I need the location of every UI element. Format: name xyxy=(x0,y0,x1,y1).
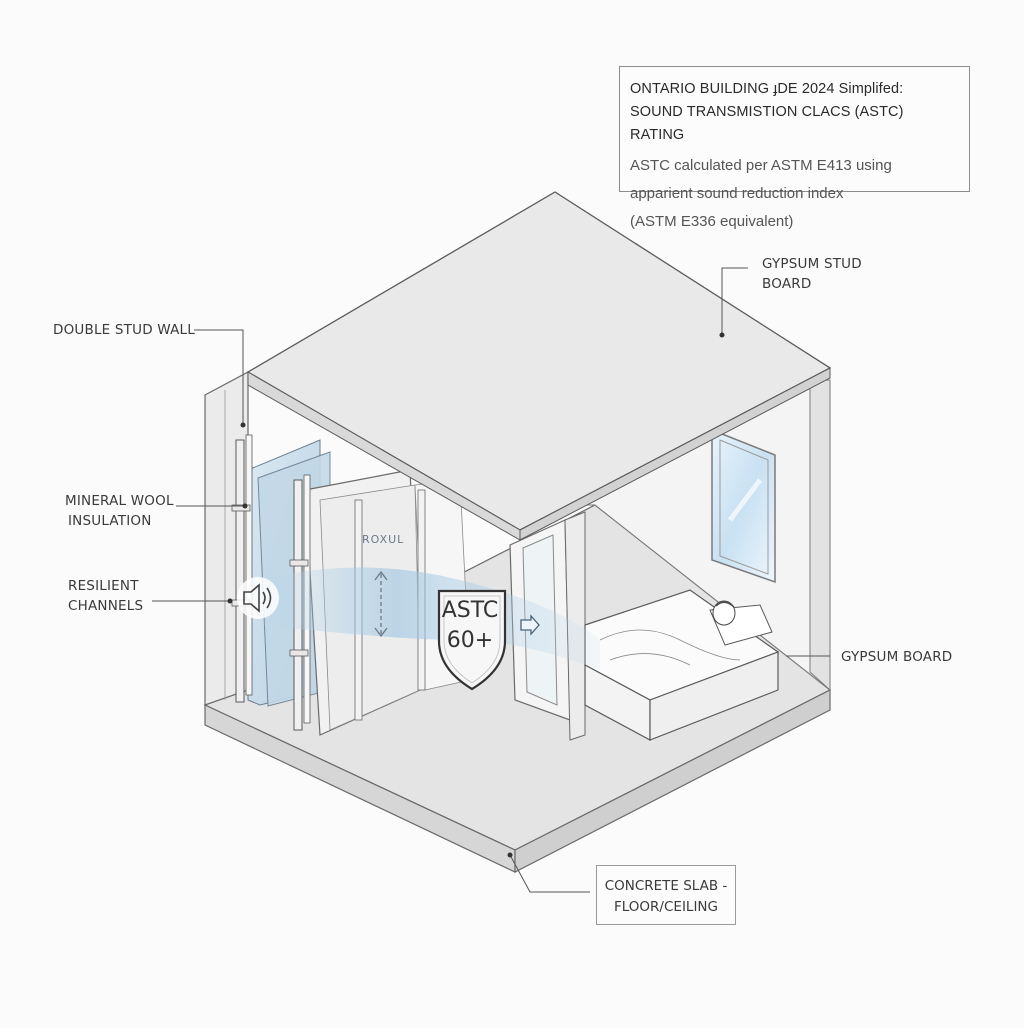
callout-resilient-channels: RESILIENT CHANNELS xyxy=(68,576,143,616)
arrow-right-icon xyxy=(520,614,540,636)
callout-gypsum-board-text: GYPSUM BOARD xyxy=(841,649,953,665)
title-box: ONTARIO BUILDING ɟDE 2024 Simplifed: SOU… xyxy=(619,66,970,230)
subtitle-line-2: apparient sound reduction index xyxy=(630,185,844,202)
callout-gypsum-stud-board: GYPSUM STUD BOARD xyxy=(762,254,862,294)
callout-gypsum-stud-line1: GYPSUM STUD xyxy=(762,256,862,272)
subtitle-line-3: (ASTM E336 equivalent) xyxy=(630,213,794,230)
leader-lines xyxy=(152,267,830,893)
window xyxy=(711,428,776,584)
astc-badge: ASTC 60+ xyxy=(440,596,500,656)
ceiling-slab xyxy=(246,191,832,541)
speaker-icon xyxy=(237,577,279,619)
bed xyxy=(584,589,780,742)
callout-mineral-wool-line1: MINERAL WOOL xyxy=(65,493,174,509)
callout-gypsum-stud-line2: BOARD xyxy=(762,276,812,292)
callout-mineral-wool-line2: INSULATION xyxy=(68,513,152,529)
callout-gypsum-board: GYPSUM BOARD xyxy=(841,647,952,667)
callout-resilient-line2: CHANNELS xyxy=(68,598,144,614)
title-line-1: ONTARIO BUILDING ɟDE 2024 Simplifed: xyxy=(630,81,904,97)
double-arrow-icon xyxy=(374,570,388,638)
brand-label: ROXUL xyxy=(362,533,405,546)
astc-badge-line1: ASTC xyxy=(441,598,499,623)
leader-dots xyxy=(227,332,725,858)
callout-concrete-line1: CONCRETE SLAB - xyxy=(604,878,728,894)
callout-double-stud-wall-text: DOUBLE STUD WALL xyxy=(53,322,195,338)
callout-concrete-line2: FLOOR/CEILING xyxy=(614,899,718,915)
sound-wave xyxy=(260,567,600,670)
subtitle-line-1: ASTC calculated per ASTM E413 using xyxy=(630,157,892,174)
callout-double-stud-wall: DOUBLE STUD WALL xyxy=(53,320,195,340)
astc-badge-line2: 60+ xyxy=(446,628,494,653)
shield-icon xyxy=(437,589,507,691)
callout-concrete-slab: CONCRETE SLAB - FLOOR/CEILING xyxy=(596,865,736,925)
callout-mineral-wool: MINERAL WOOL INSULATION xyxy=(65,491,174,531)
title-line-2: SOUND TRANSMISTION CLACS (ASTC) RATING xyxy=(630,104,904,143)
callout-resilient-line1: RESILIENT xyxy=(68,578,139,594)
